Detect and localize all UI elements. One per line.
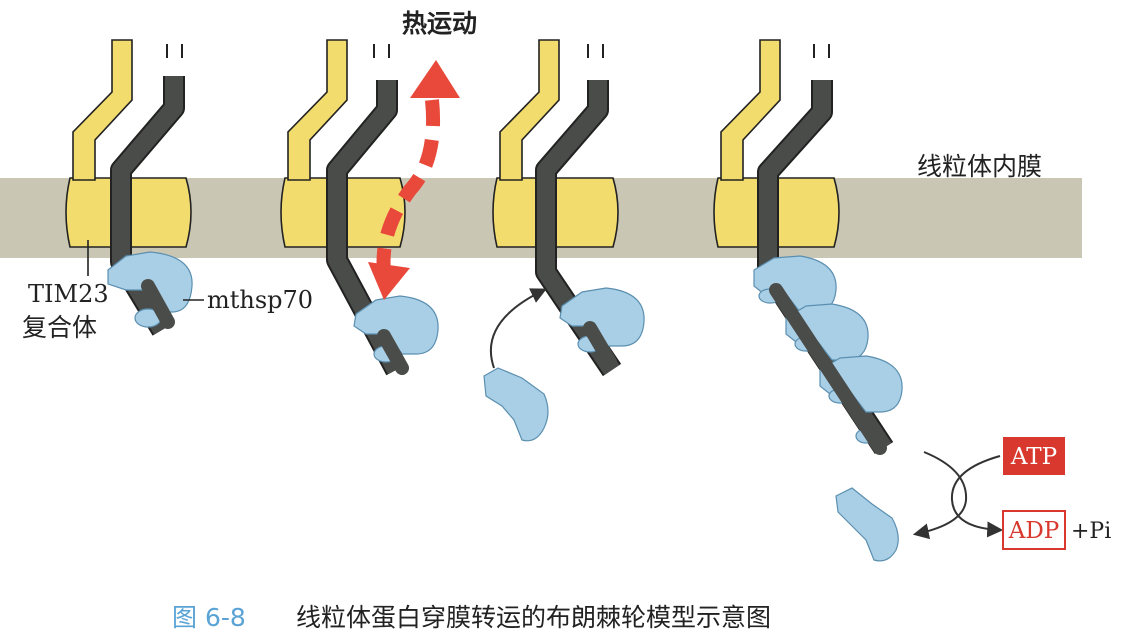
tim23-label-line2: 复合体	[22, 313, 97, 342]
figure-title: 线粒体蛋白穿膜转运的布朗棘轮模型示意图	[296, 603, 771, 632]
adp-label: ADP	[1008, 518, 1060, 544]
atp-arrow	[950, 455, 1004, 538]
mthsp70-3	[819, 355, 903, 413]
tim23-arm	[72, 39, 133, 181]
thermal-motion-label: 热运动	[402, 9, 477, 38]
mthsp70-1	[753, 255, 837, 313]
mthsp70-free	[483, 367, 549, 442]
release-arrow	[912, 451, 968, 540]
stage-2	[280, 39, 460, 376]
tim23-arm	[287, 39, 348, 181]
stage-4	[713, 39, 1004, 562]
thermal-arrow-head-up	[410, 60, 460, 98]
inner-membrane-label: 线粒体内膜	[917, 152, 1042, 181]
mthsp70-bound	[559, 287, 645, 347]
thermal-motion-arrow	[376, 99, 441, 273]
mthsp70-released	[835, 487, 899, 562]
stage-3	[483, 39, 645, 442]
atp-box	[1003, 437, 1065, 475]
stage-1	[65, 39, 193, 336]
adp-box	[1002, 510, 1066, 550]
mthsp70	[353, 295, 439, 355]
binding-arrow	[489, 288, 547, 369]
mthsp70-label: mthsp70	[207, 286, 313, 314]
atp-label: ATP	[1010, 444, 1057, 470]
thermal-arrow-head-down	[368, 262, 410, 300]
tim23-arm	[499, 39, 560, 181]
pi-label: +Pi	[1071, 519, 1111, 544]
tim23-label-line1: TIM23	[28, 280, 109, 308]
figure-number: 图 6-8	[172, 603, 246, 632]
tim23-arm	[720, 39, 781, 181]
